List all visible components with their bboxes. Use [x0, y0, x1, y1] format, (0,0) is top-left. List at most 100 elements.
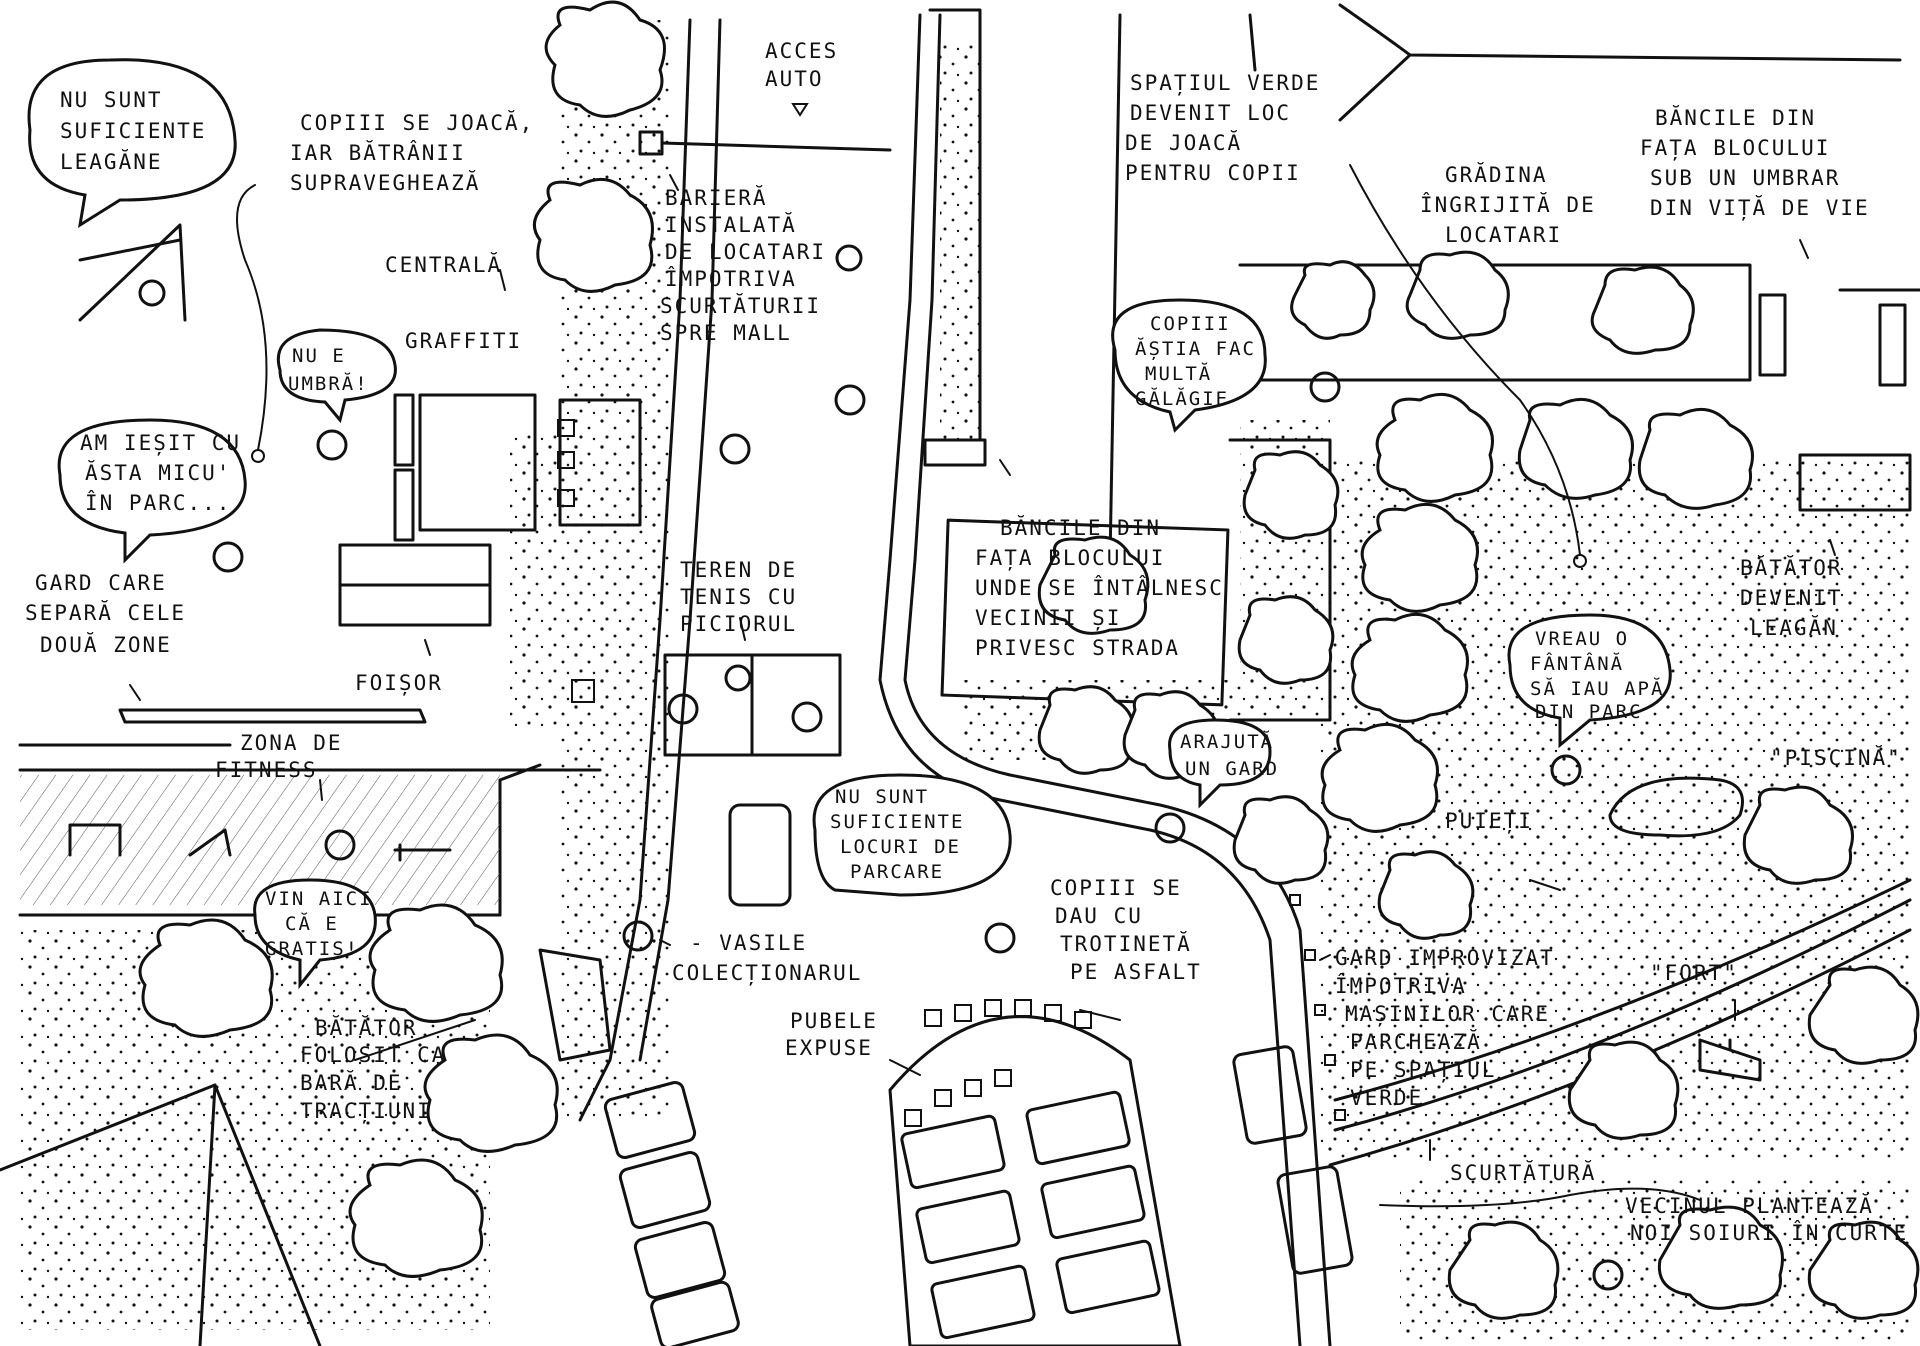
label-vecinul-2: NOI SOIURI ÎN CURTE	[1630, 1220, 1908, 1245]
label-spatiul-verde-3: DE JOACĂ	[1125, 130, 1242, 155]
label-copiii-joaca-1: COPIII SE JOACĂ,	[300, 110, 534, 135]
label-fort: "FORT"	[1650, 961, 1738, 985]
label-copiii-trotineta-3: TROTINETĂ	[1060, 931, 1192, 956]
label-bariera-1: BARIERĂ	[665, 185, 768, 210]
label-gradina-3: LOCATARI	[1445, 223, 1562, 247]
label-am-iesit-3: ÎN PARC...	[85, 490, 231, 515]
parked-cars	[603, 1015, 1354, 1346]
label-gard-separa-2: SEPARĂ CELE	[25, 600, 186, 625]
label-nu-sunt-leagane-1: NU SUNT	[60, 88, 163, 112]
label-acces-auto-1: ACCES	[765, 39, 838, 63]
label-gard-separa-3: DOUĂ ZONE	[40, 632, 172, 657]
label-puieti: PUIEȚI	[1445, 809, 1533, 834]
label-vin-aici-2: CĂ E	[285, 912, 339, 935]
label-am-iesit-2: ĂSTA MICU'	[85, 460, 231, 485]
label-nu-sunt-leagane-2: SUFICIENTE	[60, 119, 206, 143]
label-bancile-vecinii-5: PRIVESC STRADA	[975, 636, 1180, 660]
map-labels: NU SUNT SUFICIENTE LEAGĂNE COPIII SE JOA…	[25, 39, 1908, 1245]
label-nu-sunt-leagane-3: LEAGĂNE	[60, 149, 163, 174]
label-copiii-trotineta-4: PE ASFALT	[1070, 960, 1202, 984]
label-pubele-1: PUBELE	[790, 1009, 878, 1033]
label-bancile-vecinii-1: BĂNCILE DIN	[1000, 515, 1161, 540]
label-batator-leagan-1: BĂTĂTOR	[1740, 555, 1843, 580]
label-bariera-6: SPRE MALL	[660, 321, 792, 345]
label-spatiul-verde-2: DEVENIT LOC	[1130, 101, 1291, 125]
label-gard-improvizat-1: GARD IMPROVIZAT	[1335, 946, 1555, 970]
label-copiii-trotineta-1: COPIII SE	[1050, 876, 1182, 900]
label-batator-fitness-1: BĂTĂTOR	[315, 1015, 418, 1040]
label-teren-tenis-2: TENIS CU	[680, 585, 797, 609]
label-arajuta-gard-1: ARAJUTĂ	[1180, 730, 1274, 753]
label-teren-tenis-1: TEREN DE	[680, 558, 797, 582]
label-zona-fitness-1: ZONA DE	[240, 731, 343, 755]
label-gard-improvizat-6: VERDE	[1350, 1086, 1423, 1110]
label-copiii-trotineta-2: DAU CU	[1055, 904, 1143, 928]
label-spatiul-verde-1: SPAȚIUL VERDE	[1130, 71, 1320, 96]
label-copiii-joaca-2: IAR BĂTRÂNII	[290, 140, 466, 165]
label-nu-sunt-parcare-2: SUFICIENTE	[830, 811, 964, 833]
label-pubele-2: EXPUSE	[785, 1036, 873, 1060]
label-vreau-fantana-1: VREAU O	[1535, 628, 1629, 650]
label-copiii-galagie-2: ĂȘTIA FAC	[1135, 337, 1256, 360]
label-bariera-5: SCURTĂTURII	[660, 293, 821, 318]
label-gard-separa-1: GARD CARE	[35, 571, 167, 595]
label-nu-e-umbra-2: UMBRĂ!	[288, 372, 369, 395]
label-vin-aici-1: VIN AICI	[265, 888, 373, 910]
label-piscina: "PISCINĂ"	[1770, 745, 1902, 770]
label-vin-aici-3: GRATIS!	[265, 938, 359, 960]
label-am-iesit-1: AM IEȘIT CU	[80, 431, 241, 456]
label-batator-leagan-3: LEAGĂN	[1750, 615, 1838, 640]
speech-bubbles	[27, 58, 1672, 990]
fitness-zone	[20, 775, 500, 905]
label-vasile-1: - VASILE	[690, 931, 807, 955]
label-scurtatura: SCURTĂTURĂ	[1450, 1160, 1596, 1185]
label-batator-fitness-2: FOLOSIT CA	[300, 1043, 446, 1067]
label-vreau-fantana-3: SĂ IAU APĂ	[1530, 677, 1664, 700]
label-copiii-galagie-4: GĂLĂGIE	[1135, 387, 1229, 410]
label-foisor: FOIȘOR	[355, 671, 443, 696]
label-nu-sunt-parcare-3: LOCURI DE	[840, 836, 961, 858]
label-vasile-2: COLECȚIONARUL	[672, 961, 862, 986]
label-teren-tenis-3: PICIORUL	[680, 612, 797, 636]
label-bancile-vecinii-2: FAȚA BLOCULUI	[975, 546, 1165, 571]
label-copiii-joaca-3: SUPRAVEGHEAZĂ	[290, 170, 480, 195]
label-nu-e-umbra-1: NU E	[292, 345, 346, 367]
label-vreau-fantana-4: DIN PARC	[1535, 701, 1643, 723]
label-gradina-2: ÎNGRIJITĂ DE	[1420, 192, 1596, 217]
label-graffiti: GRAFFITI	[405, 329, 522, 353]
label-arajuta-gard-2: UN GARD	[1185, 758, 1279, 780]
improvised-fence	[1289, 894, 1346, 1121]
people	[138, 244, 1624, 1291]
label-vecinul-1: VECINUL PLANTEAZĂ	[1625, 1193, 1874, 1218]
label-copiii-galagie-3: MULTĂ	[1145, 362, 1212, 385]
label-gard-improvizat-5: PE SPAȚIUL	[1350, 1058, 1496, 1083]
label-bancile-vecinii-4: VECINII ȘI	[975, 606, 1121, 631]
label-bariera-3: DE LOCATARI	[665, 240, 826, 264]
label-gard-improvizat-3: MAȘINILOR CARE	[1345, 1002, 1550, 1027]
label-gard-improvizat-4: PARCHEAZĂ	[1350, 1029, 1482, 1054]
label-bancile-vecinii-3: UNDE SE ÎNTÂLNESC	[975, 575, 1224, 600]
label-bariera-4: ÎMPOTRIVA	[665, 266, 797, 291]
fort	[1698, 1038, 1762, 1082]
label-nu-sunt-parcare-4: PARCARE	[850, 861, 944, 883]
label-bancile-umbrar-2: FAȚA BLOCULUI	[1640, 136, 1830, 161]
label-gard-improvizat-2: ÎMPOTRIVA	[1335, 973, 1467, 998]
label-centrala: CENTRALĂ	[385, 252, 502, 277]
label-copiii-galagie-1: COPIII	[1150, 313, 1231, 335]
label-batator-fitness-4: TRACȚIUNI	[300, 1099, 432, 1124]
label-bancile-umbrar-4: DIN VIȚĂ DE VIE	[1650, 195, 1870, 221]
label-bancile-umbrar-3: SUB UN UMBRAR	[1650, 166, 1840, 190]
trees	[138, 0, 1920, 1320]
label-spatiul-verde-4: PENTRU COPII	[1125, 161, 1301, 185]
label-batator-fitness-3: BARĂ DE	[300, 1070, 403, 1095]
waste-bins	[904, 999, 1092, 1127]
label-gradina-1: GRĂDINA	[1445, 162, 1548, 187]
label-vreau-fantana-2: FÂNTÂNĂ	[1530, 652, 1624, 675]
buildings	[68, 8, 1920, 1346]
label-nu-sunt-parcare-1: NU SUNT	[835, 786, 929, 808]
label-bancile-umbrar-1: BĂNCILE DIN	[1655, 105, 1816, 130]
leader-lines	[129, 164, 1836, 1208]
label-zona-fitness-2: FITNESS	[215, 758, 318, 782]
label-bariera-2: INSTALATĂ	[665, 212, 797, 237]
